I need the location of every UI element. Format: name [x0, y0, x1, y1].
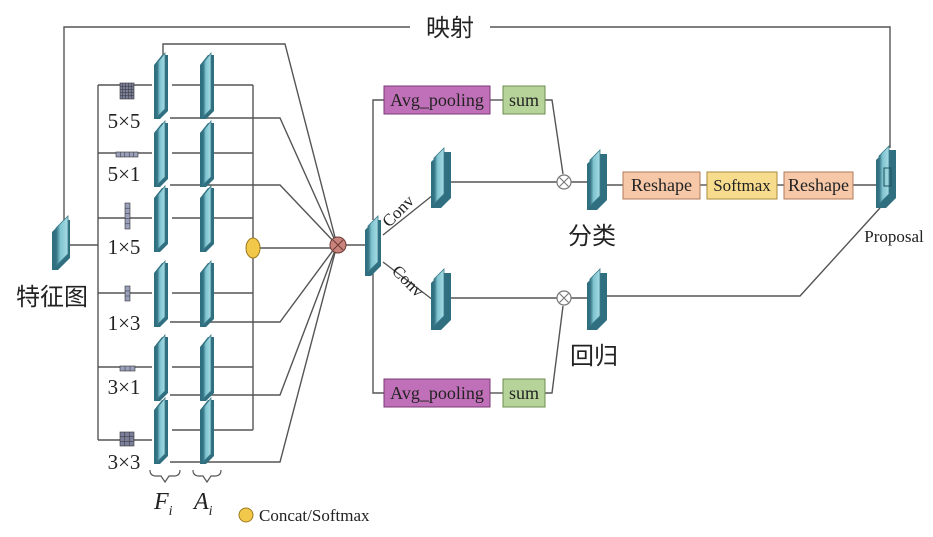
kernel-icon-5x1: [115, 151, 139, 158]
avg-pooling-bottom-box: Avg_pooling: [383, 378, 491, 408]
cls-label: 分类: [568, 222, 616, 250]
concat-softmax-node: [245, 237, 261, 259]
ai-feature-map-3: [200, 184, 214, 252]
ai-feature-map-5: [200, 333, 214, 401]
legend-concat-swatch: [238, 507, 254, 523]
cls-feature-map: [587, 149, 607, 210]
kernel-icon-5x5: [119, 82, 135, 100]
conv-map-top: [431, 147, 451, 208]
reshape-1-box: Reshape: [622, 171, 701, 200]
sum-top-box: sum: [502, 85, 546, 115]
kernel-label-3x1: 3×1: [108, 375, 141, 399]
kernel-icon-3x3: [119, 431, 135, 447]
legend-fi: Fi: [153, 489, 173, 519]
branch-feature-maps: [154, 51, 214, 464]
proposal-label: Proposal: [864, 227, 924, 246]
reg-feature-map: [587, 268, 607, 330]
input-feature-map: [52, 215, 70, 270]
reg-label: 回归: [570, 342, 618, 370]
reshape-2-label: Reshape: [788, 175, 849, 195]
mapping-line-left: [63, 26, 410, 225]
ai-feature-map-2: [200, 119, 214, 187]
sum-bottom-label: sum: [509, 383, 539, 403]
fi-feature-map-5: [154, 333, 168, 401]
fi-feature-map-6: [154, 396, 168, 464]
proposal-feature-map: [876, 145, 896, 208]
legend: Fi Ai Concat/Softmax: [149, 469, 370, 525]
fused-feature-map: [365, 215, 381, 276]
conv-label-bottom: Conv: [388, 261, 428, 301]
kernel-label-5x5: 5×5: [108, 109, 141, 133]
ai-brace: [192, 469, 222, 484]
input-label: 特征图: [16, 283, 88, 311]
mapping-line-right: [490, 26, 891, 148]
legend-ai: Ai: [192, 489, 213, 519]
avg-pooling-bottom-label: Avg_pooling: [390, 383, 484, 403]
fi-brace: [149, 469, 181, 484]
kernel-label-3x3: 3×3: [108, 450, 141, 474]
conv-map-bottom: [431, 268, 451, 330]
legend-concat-label: Concat/Softmax: [259, 506, 370, 525]
fi-feature-map-4: [154, 259, 168, 327]
mapping-label: 映射: [426, 14, 474, 42]
reg-multiply-node: [556, 290, 572, 306]
kernel-label-1x5: 1×5: [108, 235, 141, 259]
kernel-icon-1x5: [124, 202, 131, 230]
fi-feature-map-2: [154, 119, 168, 187]
softmax-box: Softmax: [706, 171, 778, 200]
avg-pooling-top-box: Avg_pooling: [383, 85, 491, 115]
sum-bottom-box: sum: [502, 378, 546, 408]
reshape-1-label: Reshape: [631, 175, 692, 195]
ai-feature-map-4: [200, 259, 214, 327]
ai-feature-map-6: [200, 396, 214, 464]
kernel-icon-3x1: [119, 365, 136, 372]
fusion-multiply-node: [329, 236, 347, 254]
kernel-label-1x3: 1×3: [108, 311, 141, 335]
kernel-label-5x1: 5×1: [108, 162, 141, 186]
fi-feature-map-3: [154, 184, 168, 252]
ai-feature-map-1: [200, 51, 214, 119]
avg-pooling-top-label: Avg_pooling: [390, 90, 484, 110]
kernel-icon-1x3: [124, 285, 131, 302]
cls-multiply-node: [556, 174, 572, 190]
softmax-label: Softmax: [713, 176, 771, 195]
fi-feature-map-1: [154, 51, 168, 119]
sum-top-label: sum: [509, 90, 539, 110]
reshape-2-box: Reshape: [783, 171, 854, 200]
